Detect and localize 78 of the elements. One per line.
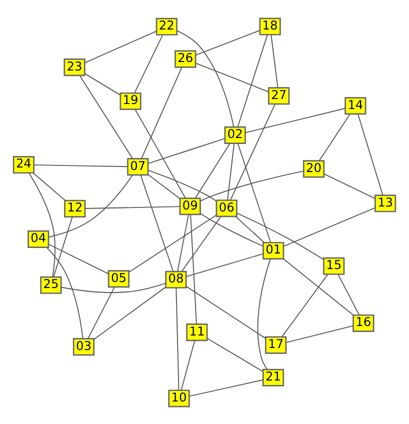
node-box: 27	[268, 86, 290, 104]
connector	[84, 72, 121, 96]
node-box: 05	[108, 270, 130, 288]
connector	[88, 286, 115, 338]
connector	[188, 378, 264, 396]
node-box: 21	[262, 368, 284, 386]
node-box: 22	[156, 17, 178, 35]
node-box: 03	[72, 338, 95, 356]
connector	[180, 340, 196, 390]
connector	[270, 34, 278, 88]
node-box: 10	[168, 389, 190, 407]
node-box: 23	[64, 58, 86, 76]
connector	[148, 169, 217, 201]
node-box: 16	[352, 314, 374, 332]
connector	[53, 216, 73, 277]
connector	[46, 246, 84, 339]
connector	[141, 66, 182, 159]
node-box: 24	[12, 155, 34, 174]
connector	[186, 285, 266, 338]
connector	[176, 286, 180, 390]
connector	[186, 252, 264, 276]
connector	[195, 30, 260, 56]
connector	[33, 164, 128, 167]
node-box: 06	[216, 199, 238, 217]
connector	[227, 142, 235, 200]
node-box: 26	[174, 50, 196, 68]
node-box: 04	[28, 230, 50, 248]
connector	[230, 103, 276, 200]
connector	[200, 170, 304, 202]
connector	[358, 113, 384, 196]
node-box: 19	[120, 92, 142, 110]
node-box: 01	[262, 241, 284, 260]
node-box: 13	[374, 194, 396, 212]
connector	[33, 172, 66, 201]
connector	[237, 142, 272, 242]
connector	[182, 216, 222, 272]
node-box: 09	[179, 197, 201, 215]
node-box: 02	[224, 126, 246, 144]
connector	[134, 34, 163, 93]
connector	[93, 286, 166, 340]
connector	[281, 274, 328, 337]
connector	[196, 62, 269, 92]
node-box: 08	[165, 270, 187, 288]
connector	[84, 30, 157, 63]
node-box: 14	[344, 96, 366, 114]
connector	[148, 138, 225, 164]
node-box: 18	[259, 17, 281, 35]
connector	[318, 113, 350, 161]
connector	[176, 30, 234, 127]
connector	[338, 274, 360, 315]
connector	[134, 108, 186, 198]
connector	[235, 216, 265, 243]
node-box: 11	[186, 323, 208, 341]
connector	[148, 174, 180, 199]
node-box: 12	[64, 199, 86, 217]
connector	[286, 324, 354, 342]
connector	[128, 214, 217, 272]
connector	[200, 212, 264, 246]
connector	[84, 206, 180, 208]
connector	[207, 338, 264, 372]
connector	[177, 214, 189, 272]
connector	[244, 107, 346, 133]
node-box: 15	[323, 256, 345, 274]
node-box: 20	[302, 160, 325, 178]
node-box: 07	[127, 158, 149, 176]
connector	[237, 34, 268, 127]
connector	[284, 206, 376, 246]
connector	[190, 214, 197, 324]
connector	[257, 258, 271, 370]
connector	[194, 142, 230, 198]
node-box: 25	[40, 276, 62, 294]
connector	[79, 74, 134, 159]
connector	[48, 174, 134, 238]
node-box: 17	[265, 336, 287, 354]
connector	[140, 174, 174, 271]
connector	[324, 173, 376, 198]
connector	[60, 282, 166, 293]
connector	[48, 243, 109, 274]
